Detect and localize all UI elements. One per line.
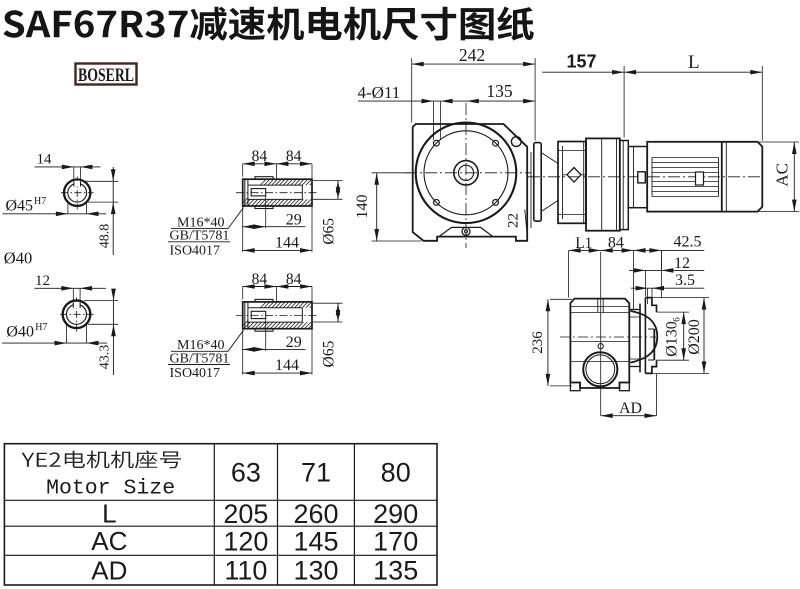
svg-text:144: 144 <box>275 357 299 374</box>
svg-text:236: 236 <box>530 331 546 354</box>
svg-text:ISO4017: ISO4017 <box>170 366 221 381</box>
svg-text:H7: H7 <box>34 196 46 207</box>
svg-text:Ø130: Ø130 <box>664 321 681 357</box>
svg-text:84: 84 <box>608 234 624 251</box>
svg-text:AC: AC <box>91 526 127 556</box>
svg-text:145: 145 <box>293 526 338 556</box>
svg-text:H7: H7 <box>35 322 47 333</box>
svg-text:12: 12 <box>35 273 50 289</box>
svg-text:3.5: 3.5 <box>675 272 695 289</box>
svg-text:12: 12 <box>674 255 690 272</box>
svg-text:22: 22 <box>506 213 522 228</box>
svg-text:6: 6 <box>672 317 682 322</box>
svg-text:Ø65: Ø65 <box>321 218 338 245</box>
svg-text:80: 80 <box>381 458 411 488</box>
svg-text:M16*40: M16*40 <box>177 215 224 230</box>
svg-text:144: 144 <box>275 235 299 252</box>
svg-text:4-Ø11: 4-Ø11 <box>358 83 401 102</box>
svg-text:L: L <box>102 499 116 529</box>
svg-text:L1: L1 <box>575 235 592 252</box>
svg-text:84: 84 <box>252 271 268 288</box>
svg-text:110: 110 <box>224 556 267 586</box>
svg-text:M16*40: M16*40 <box>177 338 224 353</box>
svg-text:Ø40: Ø40 <box>4 249 32 268</box>
svg-text:140: 140 <box>354 195 371 219</box>
svg-text:ISO4017: ISO4017 <box>170 244 221 259</box>
svg-text:260: 260 <box>293 499 338 529</box>
svg-text:290: 290 <box>373 499 418 529</box>
svg-text:Ø40: Ø40 <box>6 323 34 340</box>
svg-text:205: 205 <box>223 499 268 529</box>
svg-text:AC: AC <box>773 163 792 187</box>
svg-text:GB/T5781: GB/T5781 <box>170 229 230 244</box>
svg-text:130: 130 <box>293 556 338 586</box>
svg-text:120: 120 <box>223 526 268 556</box>
svg-text:L: L <box>688 52 700 73</box>
svg-text:135: 135 <box>373 556 418 586</box>
svg-text:242: 242 <box>459 45 485 65</box>
svg-text:29: 29 <box>286 334 302 351</box>
svg-text:AD: AD <box>619 400 642 417</box>
svg-text:84: 84 <box>286 148 302 165</box>
svg-text:Ø200: Ø200 <box>686 319 703 355</box>
svg-text:Ø45: Ø45 <box>6 198 34 215</box>
svg-text:14: 14 <box>37 151 53 167</box>
svg-text:170: 170 <box>373 526 418 556</box>
svg-text:84: 84 <box>286 271 302 288</box>
svg-text:Motor Size: Motor Size <box>46 476 175 500</box>
svg-text:GB/T5781: GB/T5781 <box>170 351 230 366</box>
svg-text:63: 63 <box>231 458 261 488</box>
svg-text:84: 84 <box>252 148 268 165</box>
svg-text:157: 157 <box>566 52 596 72</box>
svg-text:Ø65: Ø65 <box>321 340 338 367</box>
svg-text:29: 29 <box>286 211 302 228</box>
svg-text:BOSERL: BOSERL <box>78 65 134 86</box>
svg-text:AD: AD <box>91 555 127 585</box>
svg-text:135: 135 <box>486 81 513 101</box>
svg-text:71: 71 <box>301 458 331 488</box>
svg-text:43.3: 43.3 <box>98 345 113 370</box>
svg-text:48.8: 48.8 <box>97 224 112 249</box>
svg-text:42.5: 42.5 <box>674 234 702 251</box>
